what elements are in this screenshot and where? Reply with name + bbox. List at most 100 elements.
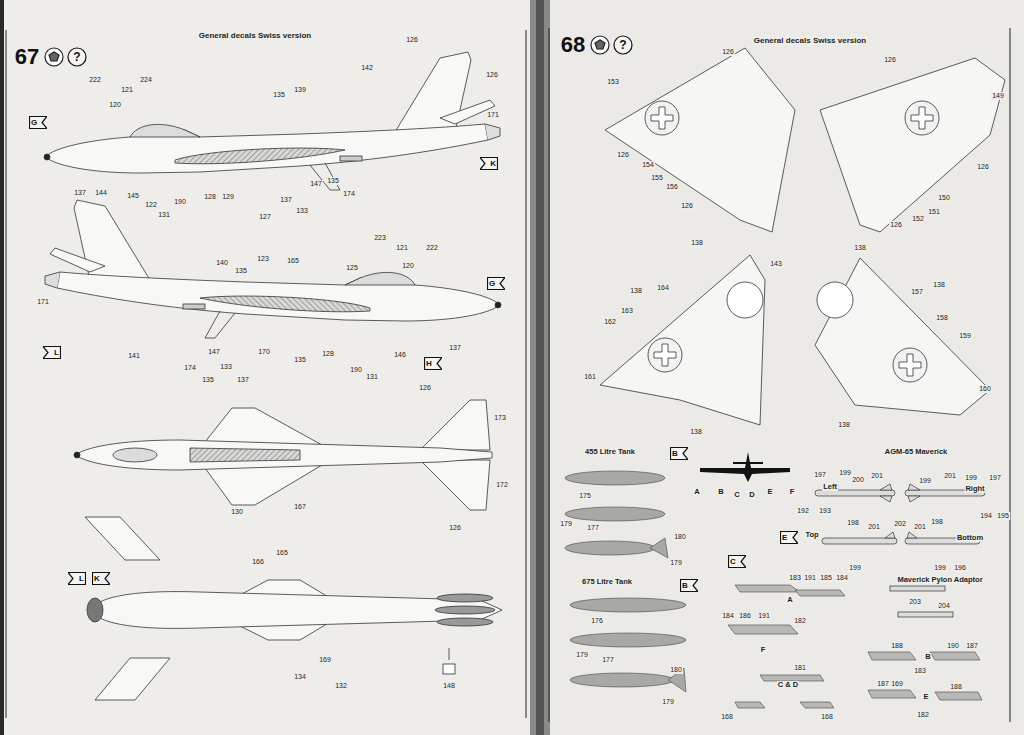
callout-number: 224 (139, 76, 153, 84)
callout-number: 191 (757, 612, 771, 620)
callout-number: 137 (448, 344, 462, 352)
callout-number: 126 (883, 56, 897, 64)
callout-number: 180 (669, 666, 683, 674)
node-text: E (782, 533, 787, 542)
callout-number: 131 (157, 211, 171, 219)
callout-number: 190 (349, 366, 363, 374)
callout-number: 137 (279, 196, 293, 204)
callout-number: 154 (641, 161, 655, 169)
node-text: C (730, 557, 736, 566)
callout-number: 123 (256, 255, 270, 263)
callout-number: 138 (837, 421, 851, 429)
callout-number: 138 (690, 239, 704, 247)
callout-number: 147 (207, 348, 221, 356)
callout-number: 128 (203, 193, 217, 201)
callout-number: 180 (673, 533, 687, 541)
callout-number: 174 (183, 364, 197, 372)
node-text: K (94, 574, 100, 583)
callout-number: 197 (813, 471, 827, 479)
callout-number: 188 (949, 683, 963, 691)
callout-number: 188 (890, 642, 904, 650)
callout-number: 170 (257, 348, 271, 356)
callout-number: 141 (127, 352, 141, 360)
callout-number: 127 (258, 213, 272, 221)
callout-number: 137 (73, 189, 87, 197)
callout-number: 133 (219, 363, 233, 371)
callout-number: 145 (126, 192, 140, 200)
station-letter: E (922, 693, 929, 701)
callout-number: 126 (485, 71, 499, 79)
callout-number: 126 (976, 163, 990, 171)
callout-number: 161 (583, 373, 597, 381)
callout-number: 179 (669, 559, 683, 567)
callout-number: 199 (933, 564, 947, 572)
callout-number: 163 (620, 307, 634, 315)
node-text: ? (619, 38, 626, 52)
callout-number: 151 (927, 208, 941, 216)
callout-number: 132 (334, 682, 348, 690)
callout-number: 135 (326, 177, 340, 185)
decal-flag: G (29, 116, 47, 129)
callout-number: 128 (321, 350, 335, 358)
station-letter: B (717, 488, 724, 496)
part-label: Left (822, 483, 838, 491)
callout-number: 126 (680, 202, 694, 210)
callout-number: 150 (937, 194, 951, 202)
callout-number: 182 (793, 617, 807, 625)
decal-flag: H (424, 357, 442, 370)
callout-number: 195 (996, 512, 1010, 520)
node-text: G (31, 118, 37, 127)
callout-number: 126 (448, 524, 462, 532)
callout-number: 139 (293, 86, 307, 94)
part-label: 675 Litre Tank (581, 578, 633, 586)
callout-number: 191 (803, 574, 817, 582)
callout-number: 182 (916, 711, 930, 719)
callout-number: 174 (342, 190, 356, 198)
callout-number: 198 (930, 518, 944, 526)
decal-flag: B (670, 447, 688, 460)
callout-number: 135 (293, 356, 307, 364)
station-letter: A (786, 596, 793, 604)
callout-number: 186 (738, 612, 752, 620)
callout-number: 197 (988, 474, 1002, 482)
callout-number: 201 (867, 523, 881, 531)
callout-number: 144 (94, 189, 108, 197)
callout-number: 131 (365, 373, 379, 381)
callout-number: 126 (889, 221, 903, 229)
node-text: G (489, 279, 495, 288)
node-text: B (682, 581, 688, 590)
callout-number: 138 (629, 287, 643, 295)
callout-number: 146 (393, 351, 407, 359)
part-label: 455 Litre Tank (584, 448, 636, 456)
callout-number: 165 (286, 257, 300, 265)
part-label: Right (964, 485, 985, 493)
callout-number: 120 (401, 262, 415, 270)
node-text: L (54, 348, 59, 357)
callout-number: 181 (793, 664, 807, 672)
station-letter: F (760, 646, 767, 654)
callout-number: 184 (721, 612, 735, 620)
callout-number: 179 (575, 651, 589, 659)
callout-number: 200 (851, 476, 865, 484)
callout-number: 126 (405, 36, 419, 44)
callout-number: 135 (272, 91, 286, 99)
callout-number: 171 (486, 111, 500, 119)
callout-number: 199 (964, 474, 978, 482)
callout-number: 148 (442, 682, 456, 690)
callout-number: 130 (230, 508, 244, 516)
callout-number: 193 (818, 507, 832, 515)
callout-number: 175 (578, 492, 592, 500)
callout-number: 149 (991, 92, 1005, 100)
callout-number: 168 (720, 713, 734, 721)
callout-number: 152 (911, 215, 925, 223)
part-label: Top (804, 531, 819, 539)
part-label: Maverick Pylon Adaptor (896, 576, 983, 584)
callout-number: 201 (913, 523, 927, 531)
callout-number: 168 (820, 713, 834, 721)
callout-number: 190 (946, 642, 960, 650)
station-letter: B (924, 653, 931, 661)
callout-number: 169 (890, 680, 904, 688)
callout-number: 192 (796, 507, 810, 515)
callout-number: 126 (616, 151, 630, 159)
